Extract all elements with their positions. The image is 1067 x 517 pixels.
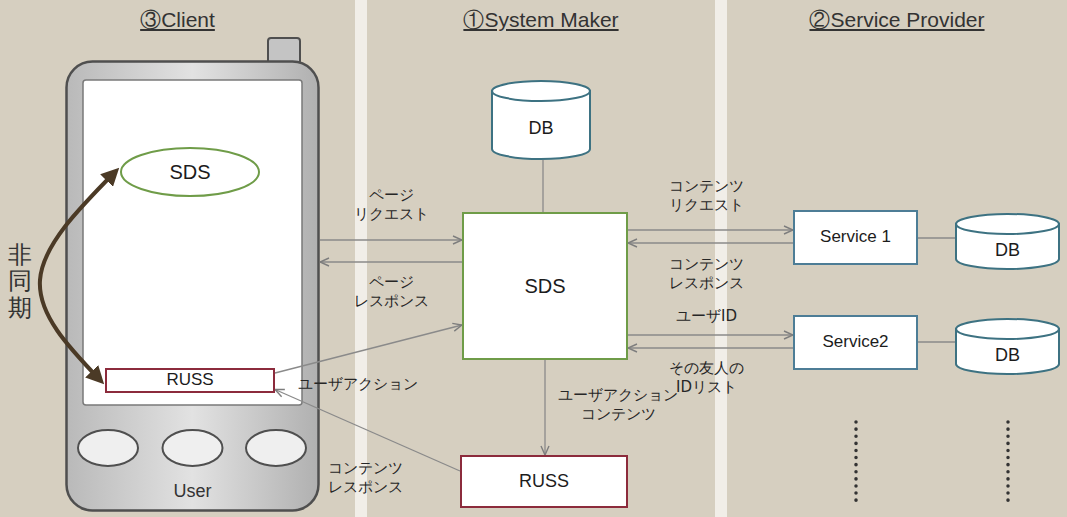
cylinder-top — [956, 319, 1059, 339]
edge-label-holder: ユーザアクション コンテンツ — [558, 386, 678, 424]
edge-label: コンテンツ リクエスト — [669, 177, 744, 215]
panel-heading: ③Client — [140, 8, 215, 31]
node-label: DB — [528, 119, 553, 139]
edge-label: コンテンツ レスポンス — [669, 255, 744, 293]
edge-label: ユーザID — [676, 307, 737, 326]
edge-label-holder: コンテンツ リクエスト — [669, 177, 744, 215]
node-label: SDS — [169, 161, 210, 183]
edge-label-holder: ページ レスポンス — [354, 273, 429, 311]
connector-arrow — [628, 242, 793, 243]
edge-label-holder: コンテンツ レスポンス — [328, 459, 403, 497]
edge-label-holder: コンテンツ レスポンス — [669, 255, 744, 293]
process-ellipse: SDS — [120, 147, 260, 197]
process-box: Service 1 — [793, 210, 918, 265]
edge-label-holder: その友人の IDリスト — [669, 359, 744, 397]
connector-arrow — [628, 347, 793, 348]
region-band: ①System MakerDB SDS RUSS — [367, 0, 715, 517]
phone-button — [246, 430, 306, 466]
phone-screen — [83, 80, 302, 405]
phone-body — [67, 62, 319, 511]
edge-label: ユーザアクション コンテンツ — [558, 386, 678, 424]
connector-arrow — [275, 390, 460, 472]
connector-arrow — [275, 325, 462, 373]
edge-label: ページ リクエスト — [354, 186, 429, 224]
connector-arrow — [918, 237, 955, 238]
edge-label-holder: ユーザアクション — [298, 375, 418, 394]
connector-arrow — [542, 160, 543, 212]
edge-label: ページ レスポンス — [354, 273, 429, 311]
async-arrow — [40, 172, 115, 380]
process-box: Service2 — [793, 315, 918, 370]
continuation-dots — [854, 422, 858, 505]
node-label: RUSS — [519, 472, 569, 492]
process-box: RUSS — [105, 368, 275, 393]
connector-arrow — [544, 360, 545, 455]
edge-label: コンテンツ レスポンス — [328, 459, 403, 497]
phone-button — [78, 430, 138, 466]
database-cylinder: DB — [491, 80, 591, 160]
node-label: Service2 — [822, 333, 888, 352]
edge-label: ユーザアクション — [298, 375, 418, 394]
ellipse-outline — [121, 148, 259, 196]
edge-label-holder: ページ リクエスト — [354, 186, 429, 224]
database-cylinder: DB — [955, 213, 1060, 270]
region-band: ③ClientUser SDS RUSS — [0, 0, 355, 517]
panel-heading: ②Service Provider — [809, 8, 984, 31]
continuation-dots — [1006, 422, 1010, 505]
phone-button — [163, 430, 223, 466]
database-cylinder: DB — [955, 318, 1060, 375]
phone-device-outline — [65, 60, 320, 512]
region-band: ②Service ProviderService 1DBService2DB — [727, 0, 1067, 517]
node-label: DB — [995, 241, 1020, 261]
connector-arrow — [320, 239, 462, 240]
edge-label-holder: 非同期 — [8, 242, 32, 321]
process-box: RUSS — [460, 455, 628, 508]
edge-label: その友人の IDリスト — [669, 359, 744, 397]
connector-arrow — [918, 341, 955, 342]
node-label: RUSS — [166, 371, 213, 390]
node-label: DB — [995, 346, 1020, 366]
edge-label-holder: ユーザID — [676, 307, 737, 326]
cylinder-top — [956, 214, 1059, 234]
cylinder-top — [492, 81, 590, 101]
connector-arrow — [628, 229, 793, 230]
phone-antenna — [268, 38, 300, 64]
node-label: User — [173, 482, 211, 502]
panel-heading: ①System Maker — [463, 8, 618, 31]
phone-device: User SDS RUSS — [65, 60, 320, 512]
process-box: SDS — [462, 212, 628, 360]
connector-arrow — [628, 334, 793, 335]
edge-label: 非同期 — [8, 242, 32, 321]
connector-arrow — [320, 261, 462, 262]
node-label: SDS — [524, 275, 565, 297]
node-label: Service 1 — [820, 228, 891, 247]
